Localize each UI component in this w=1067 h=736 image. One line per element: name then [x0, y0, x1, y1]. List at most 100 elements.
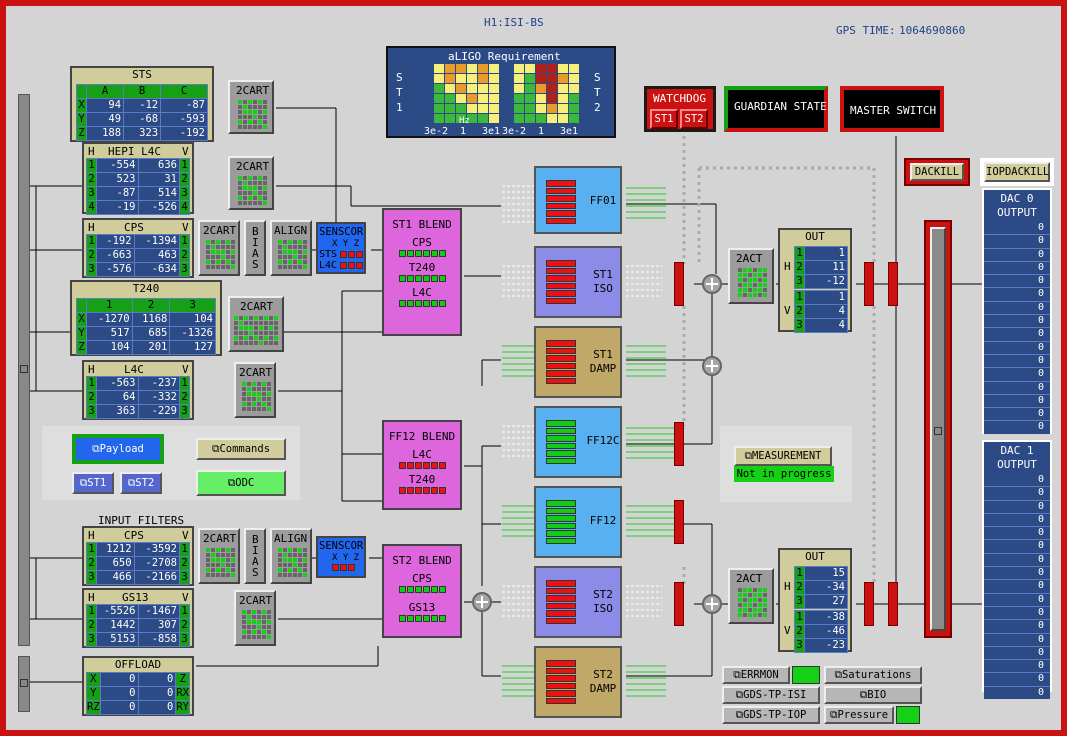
- requirement-cell: [569, 94, 579, 103]
- dackill-button[interactable]: DACKILL: [910, 163, 964, 181]
- st1-iso-filter-button[interactable]: ST1 ISO: [534, 246, 622, 318]
- cell: -12: [123, 98, 162, 113]
- st2-damp-filter-button[interactable]: ST2 DAMP: [534, 646, 622, 718]
- row-label: 3: [86, 262, 97, 277]
- iopdackill-button[interactable]: IOPDACKILL: [984, 162, 1050, 182]
- ff12-blend-button[interactable]: FF12 BLEND L4C T240: [382, 420, 462, 510]
- matrix-element: [274, 316, 278, 320]
- row-label: 1: [86, 376, 97, 391]
- watchdog-st1-button[interactable]: ST1: [650, 109, 678, 129]
- requirement-cell: [456, 74, 466, 83]
- cps1-2cart-button[interactable]: 2CART: [198, 220, 240, 276]
- matrix-element: [278, 573, 282, 577]
- requirement-cell: [558, 84, 568, 93]
- left-vertical-slider[interactable]: [18, 94, 30, 646]
- matrix-element: [267, 387, 271, 391]
- requirement-cell: [536, 114, 546, 123]
- st1-button[interactable]: ⧉ST1: [72, 472, 114, 494]
- out1-guardian-switch[interactable]: [864, 262, 874, 306]
- gds-tp-isi-button[interactable]: ⧉GDS-TP-ISI: [722, 686, 820, 704]
- col-header: 2: [131, 298, 171, 313]
- st2-blend-button[interactable]: ST2 BLEND CPS GS13: [382, 544, 462, 638]
- cell: -87: [96, 186, 139, 201]
- cell: 4: [804, 318, 848, 333]
- align-matrix-icon: [278, 240, 307, 269]
- matrix-element: [267, 635, 271, 639]
- dac-channel-value: 0: [984, 500, 1050, 513]
- ff12c-switch[interactable]: [674, 422, 684, 466]
- matrix-element: [743, 293, 747, 297]
- matrix-element: [267, 615, 271, 619]
- requirement-cell: [514, 74, 524, 83]
- senscor-st2-button[interactable]: SENSCOR X Y Z: [316, 536, 366, 578]
- matrix-element: [247, 620, 251, 624]
- pressure-button[interactable]: ⧉Pressure: [824, 706, 894, 724]
- cps2-align-button[interactable]: ALIGN: [270, 528, 312, 584]
- matrix-element: [243, 105, 247, 109]
- errmon-button[interactable]: ⧉ERRMON: [722, 666, 790, 684]
- st1-blend-button[interactable]: ST1 BLEND CPS T240 L4C: [382, 208, 462, 336]
- slider-handle-icon[interactable]: [20, 365, 28, 373]
- matrix-element: [278, 255, 282, 259]
- matrix-element: [278, 240, 282, 244]
- iopdackill-panel: IOPDACKILL: [980, 158, 1054, 186]
- payload-button[interactable]: ⧉Payload: [72, 434, 164, 464]
- sts-2cart-button[interactable]: 2CART: [228, 80, 274, 134]
- st1-iso-label: ST1 ISO: [593, 268, 613, 295]
- out2-guardian-switch[interactable]: [864, 582, 874, 626]
- out2-master-switch[interactable]: [888, 582, 898, 626]
- slider-handle-icon[interactable]: [934, 427, 942, 435]
- left-small-slider[interactable]: [18, 656, 30, 712]
- t240-2cart-button[interactable]: 2CART: [228, 296, 284, 352]
- senscor-st1-button[interactable]: SENSCOR X Y Z STS L4C: [316, 222, 366, 274]
- hepi-2cart-button[interactable]: 2CART: [228, 156, 274, 210]
- matrix-element: [293, 558, 297, 562]
- requirement-cell: [489, 74, 499, 83]
- matrix-element: [226, 265, 230, 269]
- row-label: 3: [179, 186, 190, 201]
- dackill-slider[interactable]: [930, 227, 946, 631]
- watchdog-panel[interactable]: WATCHDOG ST1 ST2: [644, 86, 716, 132]
- requirement-cell: [536, 74, 546, 83]
- st2-2act-button[interactable]: 2ACT: [728, 568, 774, 624]
- st1-iso-switch[interactable]: [674, 262, 684, 306]
- matrix-element: [748, 293, 752, 297]
- watchdog-st2-button[interactable]: ST2: [680, 109, 708, 129]
- cart-label: 2CART: [236, 84, 270, 97]
- matrix-element: [743, 588, 747, 592]
- st1-damp-filter-button[interactable]: ST1 DAMP: [534, 326, 622, 398]
- gs13-2cart-button[interactable]: 2CART: [234, 590, 276, 646]
- commands-button[interactable]: ⧉Commands: [196, 438, 286, 460]
- requirement-cell: [467, 94, 477, 103]
- saturations-button[interactable]: ⧉Saturations: [824, 666, 922, 684]
- cps2-2cart-button[interactable]: 2CART: [198, 528, 240, 584]
- ff12c-filter-button[interactable]: FF12C: [534, 406, 622, 478]
- st2-iso-switch[interactable]: [674, 582, 684, 626]
- st2-button[interactable]: ⧉ST2: [120, 472, 162, 494]
- matrix-element: [257, 407, 261, 411]
- st2-iso-filter-button[interactable]: ST2 ISO: [534, 566, 622, 638]
- guardian-state-button[interactable]: GUARDIAN STATE: [724, 86, 828, 132]
- gds-tp-iop-button[interactable]: ⧉GDS-TP-IOP: [722, 706, 820, 724]
- slider-handle-icon[interactable]: [20, 679, 28, 687]
- cps2-bias-button[interactable]: B I A S: [244, 528, 266, 584]
- master-switch-button[interactable]: MASTER SWITCH: [840, 86, 944, 132]
- matrix-element: [249, 341, 253, 345]
- dac-channel-value: 0: [984, 593, 1050, 606]
- aligo-requirement-panel[interactable]: aLIGO Requirement S T 1 S T 2 3e-2 1 3e1…: [386, 46, 616, 138]
- matrix-element: [288, 568, 292, 572]
- ff01-filter-button[interactable]: FF01: [534, 166, 622, 234]
- cps1-bias-button[interactable]: B I A S: [244, 220, 266, 276]
- st1-2act-button[interactable]: 2ACT: [728, 248, 774, 304]
- out1-master-switch[interactable]: [888, 262, 898, 306]
- cps1-align-button[interactable]: ALIGN: [270, 220, 312, 276]
- matrix-element: [247, 615, 251, 619]
- l4c-2cart-button[interactable]: 2CART: [234, 362, 276, 418]
- ff12-filter-button[interactable]: FF12: [534, 486, 622, 558]
- bio-button[interactable]: ⧉BIO: [824, 686, 922, 704]
- ff12-switch[interactable]: [674, 500, 684, 544]
- matrix-element: [231, 548, 235, 552]
- ff12c-label: FF12C: [586, 434, 620, 447]
- odc-button[interactable]: ⧉ODC: [196, 470, 286, 496]
- measurement-button[interactable]: ⧉MEASUREMENT: [734, 446, 832, 466]
